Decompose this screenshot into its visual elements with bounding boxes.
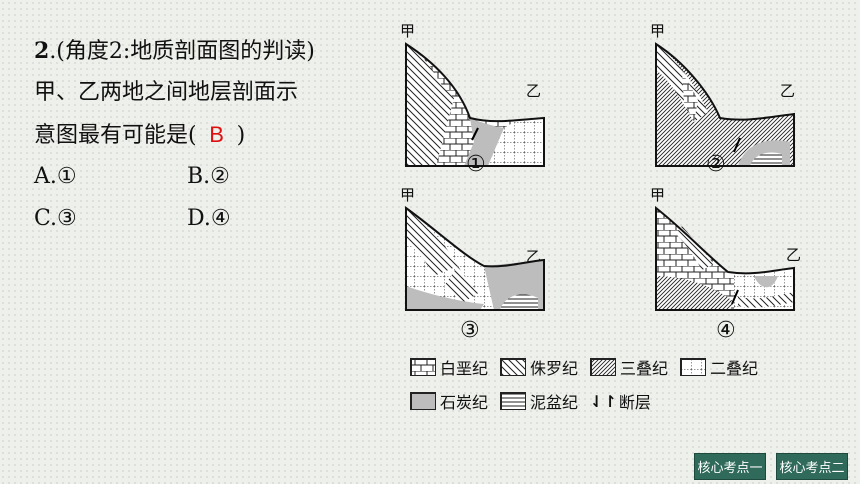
legend-item-permian: 二叠纪 [680, 355, 758, 379]
devonian-swatch [500, 392, 527, 410]
legend-label: 石炭纪 [440, 393, 489, 412]
question-title: 2.(角度2:地质剖面图的判读) [34, 30, 340, 72]
permian-swatch [680, 358, 707, 376]
legend-label: 断层 [618, 393, 651, 412]
section-3-svg [405, 206, 545, 311]
diagram-number: ② [706, 152, 726, 177]
legend-label: 白垩纪 [440, 359, 489, 378]
options-row: C.③ D.④ [34, 198, 340, 240]
question-topic: .(角度2:地质剖面图的判读) [49, 39, 315, 64]
label-yi: 乙 [526, 82, 542, 100]
question-stem-line: 甲、乙两地之间地层剖面示 [34, 80, 299, 105]
section-diagram-2: 甲 乙 ② [648, 20, 808, 180]
legend-label: 三叠纪 [620, 359, 669, 378]
legend-item-cretaceous: 白垩纪 [410, 355, 488, 379]
legend-row: 石炭纪 泥盆纪 ⇃↾ 断层 [410, 384, 770, 418]
section-diagram-1: 甲 乙 ① [398, 20, 558, 180]
diagram-number: ③ [460, 318, 480, 343]
question-number: 2 [34, 38, 50, 64]
nav-core-point-2-button[interactable]: 核心考点二 [776, 453, 848, 480]
legend-label: 侏罗纪 [530, 359, 579, 378]
legend-item-jurassic: 侏罗纪 [500, 355, 578, 379]
diagram-number: ① [466, 152, 486, 177]
section-diagram-4: 甲 乙 ④ [648, 184, 808, 344]
question-block: 2.(角度2:地质剖面图的判读) 甲、乙两地之间地层剖面示 意图最有可能是( B)… [34, 30, 340, 240]
section-4-svg [655, 206, 795, 311]
nav-core-point-1-button[interactable]: 核心考点一 [694, 453, 766, 480]
legend-row: 白垩纪 侏罗纪 三叠纪 二叠纪 [410, 350, 770, 384]
section-1-svg [405, 42, 545, 167]
label-yi: 乙 [786, 246, 802, 264]
option-c[interactable]: C.③ [34, 206, 77, 231]
question-stem-text: ) [236, 123, 246, 148]
legend: 白垩纪 侏罗纪 三叠纪 二叠纪 石炭纪 泥盆纪 ⇃↾ 断层 [410, 350, 770, 418]
diagram-number: ④ [716, 318, 736, 343]
answer-text: B [209, 122, 224, 147]
label-jia: 甲 [400, 22, 416, 40]
cretaceous-swatch [410, 358, 436, 376]
legend-item-fault: ⇃↾ 断层 [590, 389, 651, 413]
label-jia: 甲 [400, 186, 416, 204]
label-jia: 甲 [650, 186, 666, 204]
option-d[interactable]: D.④ [187, 206, 231, 231]
label-jia: 甲 [650, 22, 666, 40]
jurassic-swatch [500, 358, 527, 376]
legend-item-carboniferous: 石炭纪 [410, 389, 488, 413]
fault-icon: ⇃↾ [590, 391, 617, 411]
section-2-svg [655, 42, 795, 167]
option-b[interactable]: B.② [187, 164, 230, 189]
legend-item-devonian: 泥盆纪 [500, 389, 578, 413]
legend-label: 二叠纪 [710, 359, 759, 378]
question-stem-text: 意图最有可能是( [34, 123, 197, 148]
legend-label: 泥盆纪 [530, 393, 579, 412]
carboniferous-swatch [410, 392, 436, 410]
legend-item-triassic: 三叠纪 [590, 355, 668, 379]
triassic-swatch [590, 358, 617, 376]
section-diagram-3: 甲 乙 ③ [398, 184, 558, 344]
question-stem-line: 意图最有可能是( B) [34, 114, 340, 156]
label-yi: 乙 [780, 82, 796, 100]
option-a[interactable]: A.① [34, 164, 77, 189]
options-row: A.① B.② [34, 156, 340, 198]
